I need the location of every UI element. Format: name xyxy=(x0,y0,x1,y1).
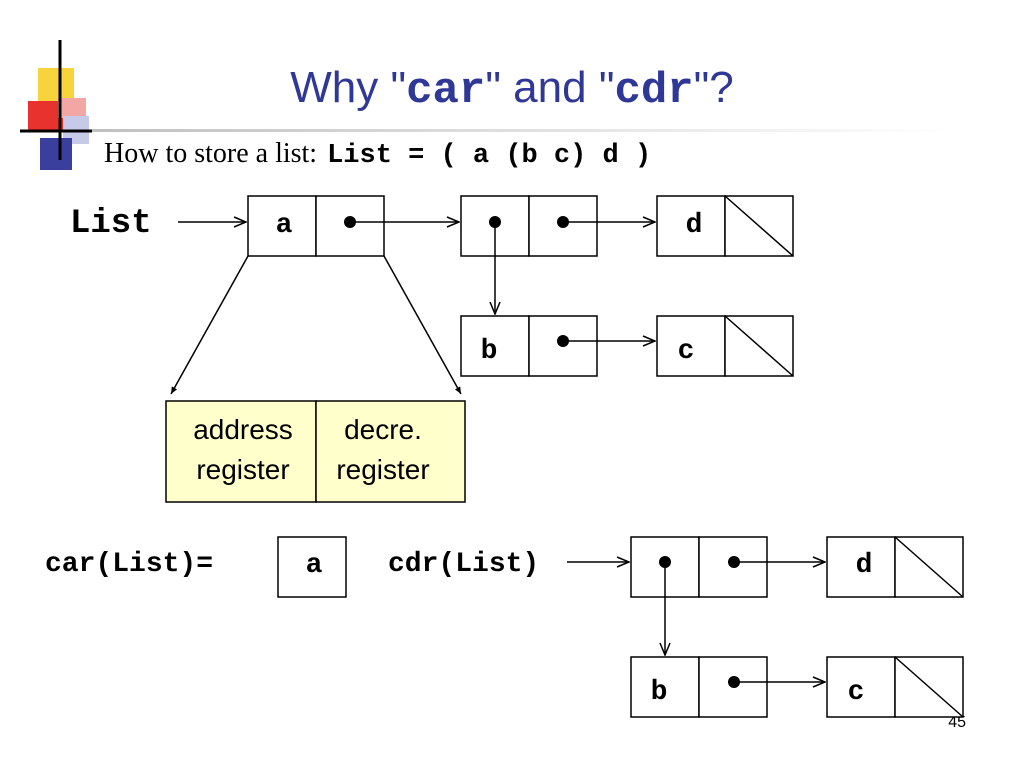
deco-pink-square xyxy=(58,98,86,118)
cdr-c-car xyxy=(826,656,896,718)
decrement-register-line2: register xyxy=(336,454,429,485)
corner-cross-decoration xyxy=(20,40,952,170)
car-result-cell xyxy=(277,536,347,598)
cell-label-d: d xyxy=(686,210,703,241)
cons-cell-c-car xyxy=(656,315,726,377)
list-label: List xyxy=(70,205,152,243)
bullet-line: How to store a list: List = ( a (b c) d ) xyxy=(104,134,651,176)
expand-arrow-right xyxy=(383,255,462,395)
nil-slash xyxy=(724,195,794,257)
title-rule xyxy=(92,129,952,132)
title-quote: " xyxy=(598,63,615,112)
bullet-text: How to store a list: xyxy=(104,138,318,169)
cell-label-a: a xyxy=(276,210,293,241)
decrement-register-line1: decre. xyxy=(344,414,422,445)
slide-title: Why "car" and "cdr"? xyxy=(0,56,1024,123)
title-cdr: cdr xyxy=(614,66,694,116)
cdr-cell-label-d: d xyxy=(856,550,873,581)
car-label: car(List)= xyxy=(45,549,214,580)
expand-arrow-left xyxy=(170,255,249,395)
address-register-line2: register xyxy=(196,454,289,485)
title-quote: " xyxy=(693,63,710,112)
cdr-label: cdr(List) xyxy=(388,549,540,580)
page-number: 45 xyxy=(948,714,966,731)
nil-slash xyxy=(894,536,964,598)
car-result-value: a xyxy=(306,550,323,581)
cell-label-b: b xyxy=(481,336,498,367)
title-suffix: ? xyxy=(709,63,734,112)
cons-cell-b-car xyxy=(460,315,530,377)
address-register-box xyxy=(165,400,317,503)
cdr-cell-label-b: b xyxy=(651,677,668,708)
title-and: and xyxy=(500,63,599,112)
cdr-d-car xyxy=(826,536,896,598)
nil-slash xyxy=(724,315,794,377)
nil-slash xyxy=(894,656,964,718)
title-car: car xyxy=(406,66,486,116)
bullet-code: List = ( a (b c) d ) xyxy=(327,141,652,171)
address-register-line1: address xyxy=(193,414,293,445)
cell-label-c: c xyxy=(678,336,695,367)
deco-blue-square xyxy=(40,138,72,170)
cons-cell-d-car xyxy=(656,195,726,257)
cdr-cell-label-c: c xyxy=(848,677,865,708)
title-prefix: Why xyxy=(290,63,391,112)
title-quote: " xyxy=(485,63,501,112)
decrement-register-box xyxy=(315,400,466,503)
title-quote: " xyxy=(390,63,407,112)
cons-cell-a-car xyxy=(247,195,317,257)
